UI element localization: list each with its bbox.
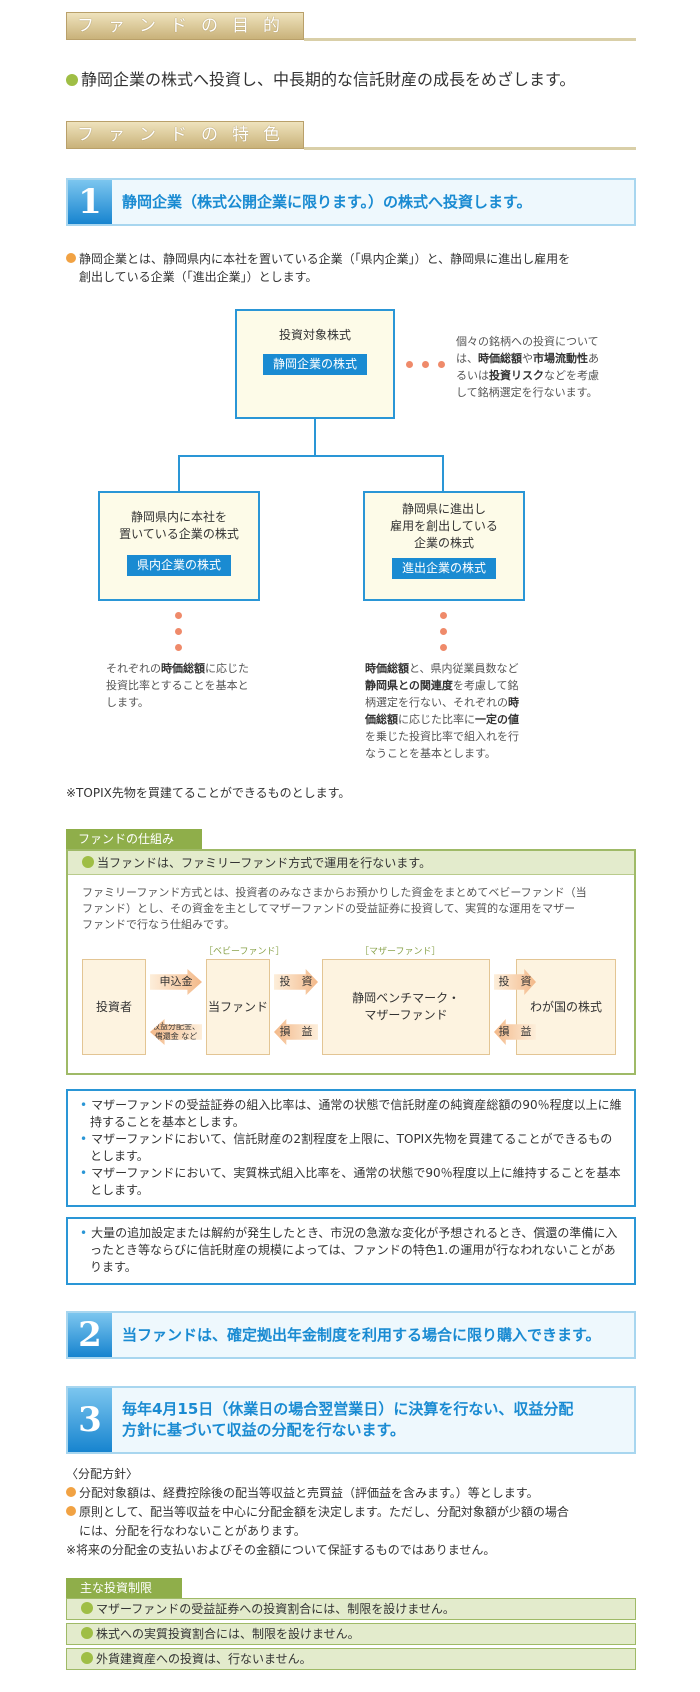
green-bullet-icon xyxy=(66,74,78,86)
features-heading: ファンドの特色 xyxy=(66,121,304,149)
feature-2-number: 2 xyxy=(68,1313,112,1357)
feature-3-title: 毎年4月15日（休業日の場合翌営業日）に決算を行ない、収益分配 方針に基づいて収… xyxy=(122,1400,574,1439)
investor-box: 投資者 xyxy=(82,959,146,1055)
invest-arrow-1: 投 資 xyxy=(274,969,318,995)
diagram-left-note: それぞれの時価総額に応じた 投資比率とすることを基本と します。 xyxy=(106,662,249,709)
feature-2-title: 当ファンドは、確定拠出年金制度を利用する場合に限り購入できます。 xyxy=(122,1325,601,1344)
diagram-top-label: 静岡企業の株式 xyxy=(262,354,367,375)
dot-icon xyxy=(440,628,447,635)
connector-line xyxy=(178,455,180,491)
feature-1-description: 静岡企業とは、静岡県内に本社を置いている企業（「県内企業」）と、静岡県に進出し雇… xyxy=(66,250,646,286)
mother-fund-label: ［マザーファンド］ xyxy=(360,947,441,957)
feature-1-box: 1 静岡企業（株式公開企業に限ります。）の株式へ投資します。 xyxy=(66,178,636,226)
limit-row: マザーファンドの受益証券への投資割合には、制限を設けません。 xyxy=(66,1598,636,1620)
mother-fund-box: 静岡ベンチマーク・ マザーファンド xyxy=(322,959,490,1055)
domestic-stocks-box: わが国の株式 xyxy=(516,959,616,1055)
dot-icon xyxy=(406,361,413,368)
diagram-right-label: 進出企業の株式 xyxy=(391,558,496,579)
diagram-right-note: 時価総額と、県内従業員数など 静岡県との関連度を考慮して銘 柄選定を行ない、それ… xyxy=(365,662,519,760)
feature-3-box: 3 毎年4月15日（休業日の場合翌営業日）に決算を行ない、収益分配 方針に基づい… xyxy=(66,1386,636,1454)
limits-tab: 主な投資制限 xyxy=(66,1578,182,1598)
dot-icon xyxy=(440,644,447,651)
distribution-note: ※将来の分配金の支払いおよびその金額について保証するものではありません。 xyxy=(66,1543,496,1557)
dot-icon xyxy=(175,628,182,635)
diagram-left-box: 静岡県内に本社を 置いている企業の株式 県内企業の株式 xyxy=(98,491,260,601)
feature-1-number: 1 xyxy=(68,180,112,224)
dot-icon xyxy=(175,612,182,619)
info-item: マザーファンドの受益証券の組入比率は、通常の状態で信託財産の純資産総額の90％程… xyxy=(80,1097,622,1131)
info-box-2: 大量の追加設定または解約が発生したとき、市況の急激な変化が予想されるとき、償還の… xyxy=(66,1217,636,1285)
diagram-left-label: 県内企業の株式 xyxy=(126,555,231,576)
orange-bullet-icon xyxy=(66,1506,76,1516)
connector-line xyxy=(178,455,444,457)
green-bullet-icon xyxy=(82,856,94,868)
diagram-top-note: 個々の銘柄への投資について は、時価総額や市場流動性あ るいは投資リスクなどを考… xyxy=(456,335,599,399)
connector-line xyxy=(442,455,444,491)
dot-icon xyxy=(175,644,182,651)
distribution-policy: 〈分配方針〉 分配対象額は、経費控除後の配当等収益と売買益（評価益を含みます。）… xyxy=(66,1465,646,1560)
features-heading-rule xyxy=(304,147,636,150)
limit-row: 外貨建資産への投資は、行ないません。 xyxy=(66,1648,636,1670)
profit-arrow-1: 損 益 xyxy=(274,1019,318,1045)
orange-bullet-icon xyxy=(66,1487,76,1497)
diagram-right-box: 静岡県に進出し 雇用を創出している 企業の株式 進出企業の株式 xyxy=(363,491,525,601)
dot-icon xyxy=(438,361,445,368)
feature-3-number: 3 xyxy=(68,1388,112,1452)
diagram-top-box: 投資対象株式 静岡企業の株式 xyxy=(235,309,395,419)
orange-bullet-icon xyxy=(66,253,76,263)
connector-line xyxy=(314,419,316,455)
purpose-text-row: 静岡企業の株式へ投資し、中長期的な信託財産の成長をめざします。 xyxy=(66,66,575,90)
structure-box: 当ファンドは、ファミリーファンド方式で運用を行ないます。 ファミリーファンド方式… xyxy=(66,849,636,1075)
limit-row: 株式への実質投資割合には、制限を設けません。 xyxy=(66,1623,636,1645)
dot-icon xyxy=(422,361,429,368)
structure-tab: ファンドの仕組み xyxy=(66,829,202,849)
green-bullet-icon xyxy=(81,1602,93,1614)
purpose-heading-rule xyxy=(304,38,636,41)
subscribe-arrow: 申込金 xyxy=(150,969,202,995)
structure-description: ファミリーファンド方式とは、投資者のみなさまからお預かりした資金をまとめてベビー… xyxy=(82,886,587,931)
green-bullet-icon xyxy=(81,1652,93,1664)
baby-fund-label: ［ベビーファンド］ xyxy=(204,947,285,957)
info-item: マザーファンドにおいて、信託財産の2割程度を上限に、TOPIX先物を買建てること… xyxy=(80,1131,622,1165)
purpose-text: 静岡企業の株式へ投資し、中長期的な信託財産の成長をめざします。 xyxy=(81,70,576,89)
structure-head: 当ファンドは、ファミリーファンド方式で運用を行ないます。 xyxy=(68,851,634,875)
info-item: 大量の追加設定または解約が発生したとき、市況の急激な変化が予想されるとき、償還の… xyxy=(80,1225,622,1276)
distribution-arrow: 収益分配金、償還金 など xyxy=(150,1019,202,1045)
distribution-heading: 〈分配方針〉 xyxy=(66,1467,139,1481)
topix-note: ※TOPIX先物を買建てることができるものとします。 xyxy=(66,786,351,800)
green-bullet-icon xyxy=(81,1627,93,1639)
diagram-top-title: 投資対象株式 xyxy=(278,328,351,342)
feature-2-box: 2 当ファンドは、確定拠出年金制度を利用する場合に限り購入できます。 xyxy=(66,1311,636,1359)
purpose-heading: ファンドの目的 xyxy=(66,12,304,40)
this-fund-box: 当ファンド xyxy=(206,959,270,1055)
info-item: マザーファンドにおいて、実質株式組入比率を、通常の状態で90％程度以上に維持する… xyxy=(80,1165,622,1199)
feature-1-title: 静岡企業（株式公開企業に限ります。）の株式へ投資します。 xyxy=(122,192,532,211)
info-box-1: マザーファンドの受益証券の組入比率は、通常の状態で信託財産の純資産総額の90％程… xyxy=(66,1089,636,1207)
dot-icon xyxy=(440,612,447,619)
